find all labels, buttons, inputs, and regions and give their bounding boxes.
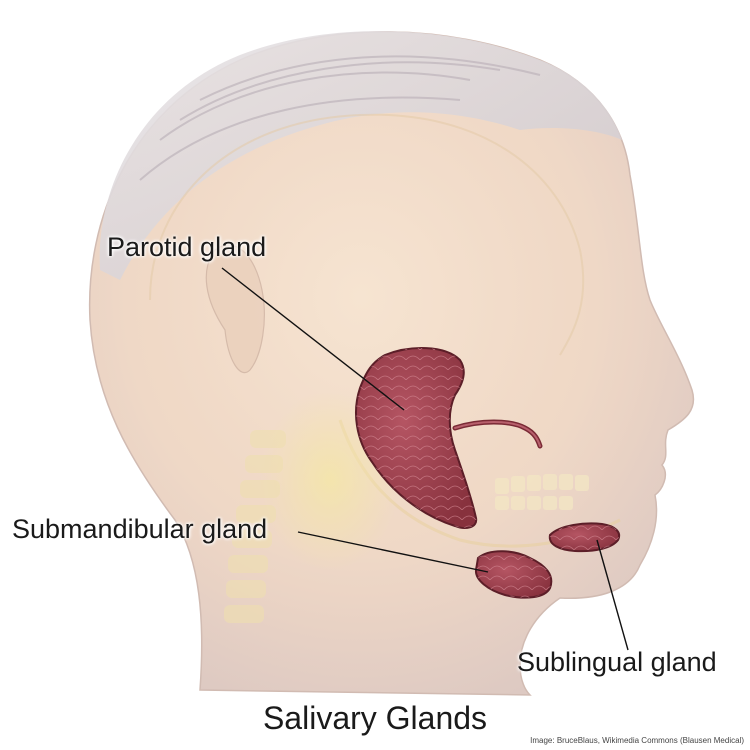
- skull-outline: [149, 113, 585, 356]
- submandibular-gland: [474, 550, 553, 599]
- parotid-gland-label: Parotid gland: [107, 232, 267, 262]
- hair-strands: [139, 55, 541, 181]
- cervical-spine: [224, 430, 286, 623]
- submandibular-leader-line: [297, 531, 489, 573]
- hair: [99, 31, 623, 281]
- sublingual-gland-label: Sublingual gland: [517, 647, 717, 677]
- parotid-leader-line: [221, 267, 405, 411]
- teeth: [495, 474, 589, 510]
- parotid-gland: [355, 347, 478, 529]
- ear: [205, 244, 265, 374]
- submandibular-gland-label: Submandibular gland: [12, 514, 268, 544]
- figure-title: Salivary Glands: [262, 700, 488, 736]
- sublingual-leader-line: [596, 539, 629, 651]
- image-credit: Image: BruceBlaus, Wikimedia Commons (Bl…: [530, 736, 744, 745]
- sublingual-gland: [548, 522, 621, 553]
